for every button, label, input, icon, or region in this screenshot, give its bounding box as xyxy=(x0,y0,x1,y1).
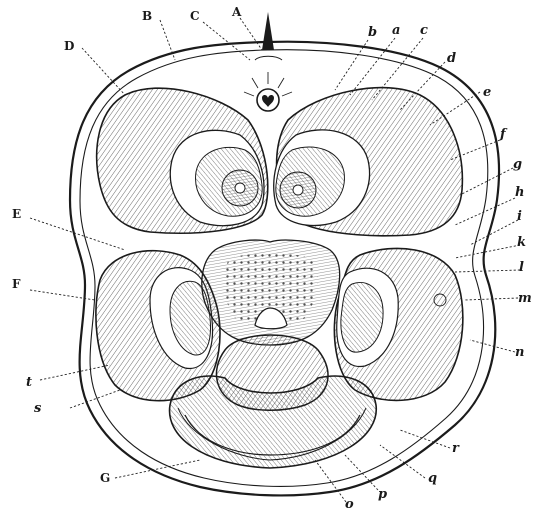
label-k: k xyxy=(517,235,526,250)
label-i: i xyxy=(517,209,522,224)
label-r: r xyxy=(452,441,460,456)
upper-left-lobe xyxy=(97,88,268,233)
label-s: s xyxy=(34,401,42,416)
label-o: o xyxy=(345,497,354,512)
label-e: e xyxy=(483,85,491,100)
label-t: t xyxy=(26,375,32,390)
label-G: G xyxy=(100,471,110,485)
label-n: n xyxy=(515,345,524,360)
label-h: h xyxy=(515,185,524,200)
label-F: F xyxy=(12,277,21,291)
apical-spine xyxy=(255,12,282,60)
label-p: p xyxy=(378,487,387,502)
label-f: f xyxy=(499,127,508,142)
label-a: a xyxy=(392,23,400,38)
label-D: D xyxy=(64,39,74,53)
upper-right-lobe xyxy=(274,88,463,236)
right-lobe xyxy=(334,248,462,400)
label-A: A xyxy=(231,5,242,19)
label-l: l xyxy=(519,260,524,275)
label-g: g xyxy=(513,157,522,172)
label-B: B xyxy=(142,9,152,23)
central-body xyxy=(202,240,340,345)
label-d: d xyxy=(447,51,456,66)
label-E: E xyxy=(12,207,21,221)
label-C: C xyxy=(190,9,200,23)
label-m: m xyxy=(518,291,532,306)
label-q: q xyxy=(428,471,437,486)
label-c: c xyxy=(420,23,428,38)
central-cell xyxy=(244,72,292,111)
label-b: b xyxy=(368,25,377,40)
